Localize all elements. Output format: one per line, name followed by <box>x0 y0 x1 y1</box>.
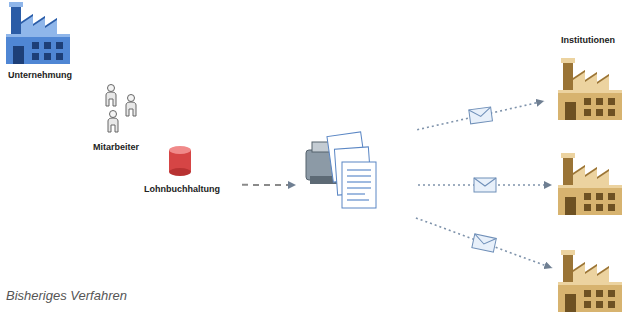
company-node: Unternehmung <box>4 2 76 82</box>
database-cylinder <box>169 146 191 176</box>
printer-node <box>300 128 384 220</box>
node-label: Unternehmung <box>8 70 72 81</box>
node-label: Mitarbeiter <box>93 142 139 153</box>
connector <box>416 218 552 268</box>
envelope-icon <box>469 107 493 124</box>
employee-icons <box>106 85 136 133</box>
institution-factories <box>558 58 622 312</box>
employees-node: Mitarbeiter <box>86 80 146 154</box>
node-label: Institutionen <box>561 35 615 46</box>
connector <box>417 101 544 130</box>
printer-documents <box>306 132 376 208</box>
envelope-icon <box>472 234 496 252</box>
company-factory <box>6 2 70 64</box>
payroll-node: Lohnbuchhaltung <box>136 140 228 196</box>
institution-node <box>556 150 628 220</box>
caption: Bisheriges Verfahren <box>6 288 127 303</box>
institution-node: Institutionen <box>548 34 628 126</box>
institution-node <box>556 245 628 315</box>
node-label: Lohnbuchhaltung <box>144 184 220 195</box>
envelope-icon <box>474 178 496 192</box>
connector <box>242 184 296 186</box>
